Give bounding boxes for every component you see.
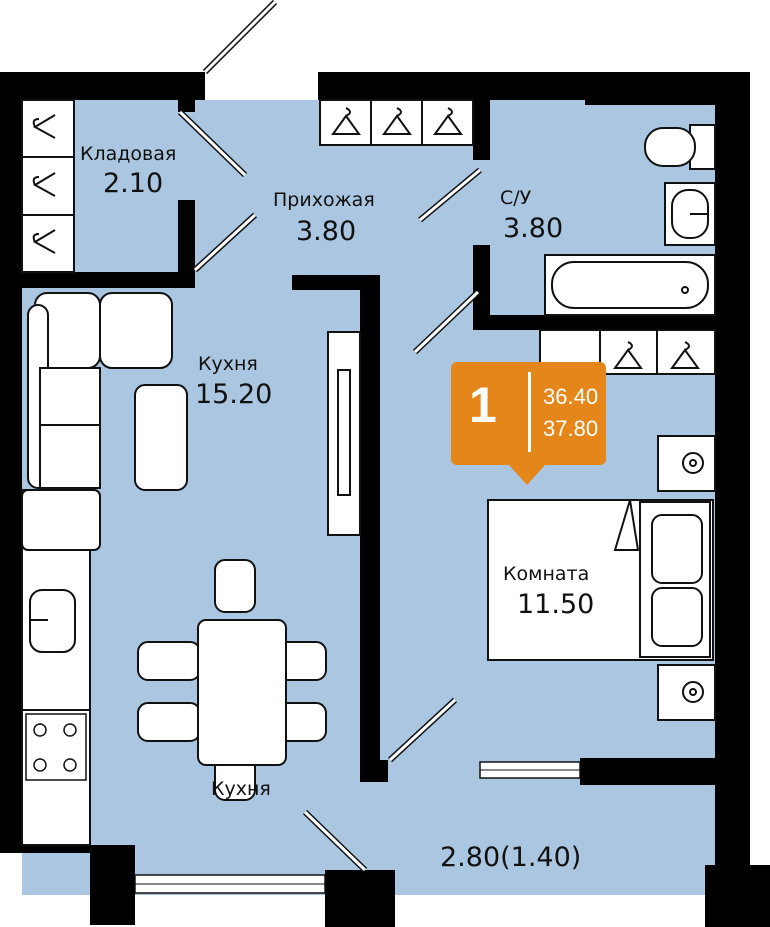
room-name-hallway: Прихожая bbox=[273, 189, 375, 211]
room-area-hallway: 3.80 bbox=[296, 216, 356, 247]
door-fills bbox=[178, 110, 481, 872]
hanger-icon bbox=[382, 107, 412, 135]
balcony-area: 2.80(1.40) bbox=[440, 842, 581, 873]
stove-icon bbox=[25, 713, 87, 781]
wardrobe-storage bbox=[21, 99, 75, 273]
bed-icon bbox=[487, 499, 714, 661]
coffee-table-icon bbox=[134, 384, 188, 491]
hanger-icon bbox=[433, 107, 463, 135]
room-name-bathroom: С/У bbox=[500, 187, 532, 209]
dining-table-icon bbox=[137, 559, 327, 801]
kitchen-counter bbox=[21, 489, 101, 846]
hanger-icon bbox=[32, 114, 56, 139]
hanger-icon bbox=[32, 172, 56, 197]
living-area: 36.40 bbox=[543, 384, 599, 409]
room-area-room: 11.50 bbox=[517, 589, 594, 620]
wardrobe-hall bbox=[319, 99, 474, 146]
hanger-icon bbox=[32, 229, 56, 254]
room-area-kitchen: 15.20 bbox=[195, 379, 272, 410]
bathtub-icon bbox=[544, 254, 716, 316]
room-area-bathroom: 3.80 bbox=[503, 213, 563, 244]
toilet-icon bbox=[644, 124, 716, 170]
sink-icon bbox=[664, 182, 716, 246]
room-name-room: Комната bbox=[503, 563, 589, 585]
room-name-storage: Кладовая bbox=[80, 143, 176, 165]
badge-divider bbox=[528, 372, 531, 452]
windows bbox=[134, 0, 581, 894]
room-name-kitchen: Кухня bbox=[198, 353, 258, 375]
washer-icon bbox=[657, 435, 716, 492]
hanger-icon bbox=[613, 341, 643, 369]
hanger-icon bbox=[670, 341, 700, 369]
room-count: 1 bbox=[469, 377, 497, 433]
kitchen-sink-icon bbox=[29, 589, 76, 653]
room-labels: Кладовая 2.10 Прихожая 3.80 С/У 3.80 Кух… bbox=[80, 143, 594, 873]
apartment-badge: 1 36.40 37.80 bbox=[451, 362, 606, 485]
room-name-kitchen-lower: Кухня bbox=[211, 778, 271, 800]
sofa-icon bbox=[27, 292, 173, 489]
tv-stand-icon bbox=[327, 331, 361, 536]
room-area-storage: 2.10 bbox=[103, 168, 163, 199]
walls bbox=[0, 72, 770, 927]
hanger-icon bbox=[331, 107, 361, 135]
total-area: 37.80 bbox=[543, 416, 599, 441]
nightstand-icon bbox=[657, 664, 716, 721]
